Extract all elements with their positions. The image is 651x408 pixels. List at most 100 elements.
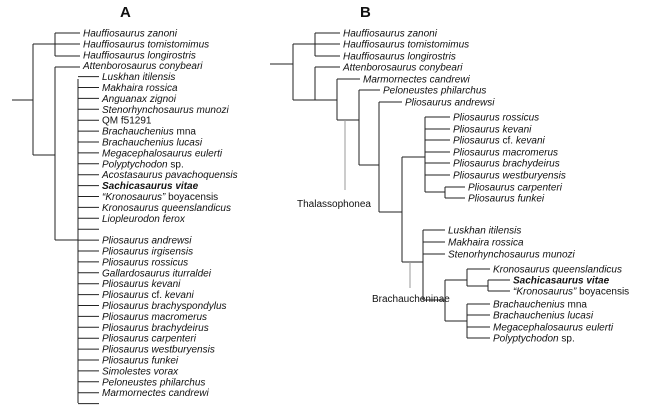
panel-b-label: B <box>360 4 371 21</box>
taxon-name-part: sp. <box>559 334 575 345</box>
taxon-label: Makhaira rossica <box>102 83 178 94</box>
taxon-name-part: Pliosaurus rossicus <box>102 257 188 268</box>
taxon-label: Pliosaurus carpenteri <box>468 183 563 194</box>
taxon-name-part: Gallardosaurus iturraldei <box>102 268 212 279</box>
taxon-name-part: Pliosaurus andrewsi <box>102 236 192 247</box>
taxon-label: Pliosaurus cf. kevani <box>453 136 546 147</box>
taxon-label: “Kronosaurus” boyacensis <box>102 192 218 203</box>
taxon-name-part: Pliosaurus andrewsi <box>405 98 495 109</box>
taxon-name-part: Hauffiosaurus zanoni <box>343 29 438 40</box>
taxon-name-part: Polyptychodon <box>493 334 559 345</box>
taxon-label: Pliosaurus funkei <box>468 194 545 205</box>
taxon-label: Pliosaurus westburyensis <box>102 345 215 356</box>
taxon-label: Pliosaurus brachyspondylus <box>102 301 227 312</box>
taxon-name-part: Pliosaurus westburyensis <box>453 171 566 182</box>
taxon-name-part: Hauffiosaurus tomistomimus <box>83 39 209 50</box>
taxon-name-part: Liopleurodon ferox <box>102 214 186 225</box>
taxon-name-part: Pliosaurus <box>453 136 500 147</box>
taxon-label: Stenorhynchosaurus munozi <box>448 250 576 261</box>
taxon-label: QM f51291 <box>102 116 152 127</box>
taxon-label: Pliosaurus brachydeirus <box>453 159 560 170</box>
taxon-label: Pliosaurus rossicus <box>102 257 188 268</box>
taxon-name-part: Brachauchenius <box>493 300 565 311</box>
taxon-name-part: Kronosaurus queenslandicus <box>493 265 622 276</box>
taxon-label: Brachauchenius mna <box>493 300 587 311</box>
taxon-name-part: “Kronosaurus” <box>513 287 577 298</box>
taxon-label: Gallardosaurus iturraldei <box>102 268 212 279</box>
taxon-label: Stenorhynchosaurus munozi <box>102 105 230 116</box>
taxon-name-part: Stenorhynchosaurus munozi <box>448 250 576 261</box>
taxon-label: Marmornectes candrewi <box>102 388 209 399</box>
taxon-name-part: Pliosaurus brachydeirus <box>453 159 560 170</box>
taxon-name-part: Peloneustes philarchus <box>102 377 205 388</box>
taxon-name-part: Polyptychodon <box>102 159 168 170</box>
taxon-name-part: Acostasaurus pavachoquensis <box>101 170 238 181</box>
taxon-label: Hauffiosaurus longirostris <box>343 52 456 63</box>
panel-a-label: A <box>120 4 131 21</box>
taxon-name-part: Pliosaurus carpenteri <box>468 183 563 194</box>
taxon-name-part: Pliosaurus funkei <box>468 194 545 205</box>
taxon-label: Marmornectes candrewi <box>363 75 470 86</box>
taxon-name-part: kevani <box>165 290 195 301</box>
taxon-label: Pliosaurus andrewsi <box>405 98 495 109</box>
taxon-label: Pliosaurus macromerus <box>453 148 558 159</box>
taxon-label: Pliosaurus funkei <box>102 356 179 367</box>
taxon-label: Makhaira rossica <box>448 238 524 249</box>
taxon-name-part: kevani <box>516 136 546 147</box>
taxon-label: Brachauchenius lucasi <box>493 311 594 322</box>
taxon-label: Brachauchenius mna <box>102 127 196 138</box>
taxon-label: Simolestes vorax <box>102 366 179 377</box>
taxon-label: Anguanax zignoi <box>101 94 177 105</box>
taxon-label: Hauffiosaurus zanoni <box>343 29 438 40</box>
taxon-label: Pliosaurus kevani <box>102 279 181 290</box>
taxon-name-part: Makhaira rossica <box>448 238 524 249</box>
taxon-name-part: Marmornectes candrewi <box>102 388 209 399</box>
taxon-name-part: Brachauchenius lucasi <box>493 311 594 322</box>
taxon-label: Sachicasaurus vitae <box>513 276 610 287</box>
taxon-label: Attenborosaurus conybeari <box>342 63 463 74</box>
taxon-label: Pliosaurus kevani <box>453 125 532 136</box>
taxon-name-part: Hauffiosaurus tomistomimus <box>343 40 469 51</box>
taxon-label: Pliosaurus irgisensis <box>102 247 193 258</box>
taxon-label: Hauffiosaurus tomistomimus <box>83 39 209 50</box>
taxon-label: Kronosaurus queenslandicus <box>493 265 622 276</box>
clade-label-thalassophonea: Thalassophonea <box>297 199 371 210</box>
taxon-name-part: Makhaira rossica <box>102 83 178 94</box>
taxon-name-part: Stenorhynchosaurus munozi <box>102 105 230 116</box>
taxon-name-part: Pliosaurus <box>102 290 149 301</box>
taxon-label: Megacephalosaurus eulerti <box>102 148 223 159</box>
taxon-label: Peloneustes philarchus <box>383 86 486 97</box>
taxon-label: Pliosaurus macromerus <box>102 312 207 323</box>
taxon-name-part: Hauffiosaurus longirostris <box>83 50 196 61</box>
taxon-name-part: Simolestes vorax <box>102 366 179 377</box>
taxon-name-part: Pliosaurus westburyensis <box>102 345 215 356</box>
taxon-label: Sachicasaurus vitae <box>102 181 199 192</box>
taxon-name-part: Luskhan itilensis <box>102 72 175 83</box>
taxon-label: Pliosaurus andrewsi <box>102 236 192 247</box>
taxon-label: Attenborosaurus conybeari <box>82 61 203 72</box>
taxon-name-part: Peloneustes philarchus <box>383 86 486 97</box>
taxon-name-part: sp. <box>168 159 184 170</box>
taxon-name-part: boyacensis <box>576 287 629 298</box>
taxon-name-part: Hauffiosaurus longirostris <box>343 52 456 63</box>
taxon-label: Luskhan itilensis <box>102 72 175 83</box>
taxon-label: Peloneustes philarchus <box>102 377 205 388</box>
tree-a-branches <box>12 32 99 405</box>
taxon-name-part: Sachicasaurus vitae <box>102 181 199 192</box>
taxon-name-part: Megacephalosaurus eulerti <box>102 148 223 159</box>
taxon-name-part: Marmornectes candrewi <box>363 75 470 86</box>
taxon-name-part: mna <box>565 300 588 311</box>
taxon-name-part: mna <box>174 127 197 138</box>
taxon-name-part: QM f51291 <box>102 116 152 127</box>
taxon-label: Polyptychodon sp. <box>493 334 575 345</box>
taxon-label: “Kronosaurus” boyacensis <box>513 287 629 298</box>
taxon-name-part: Pliosaurus kevani <box>453 125 532 136</box>
taxon-name-part: Pliosaurus carpenteri <box>102 334 197 345</box>
taxon-name-part: Attenborosaurus conybeari <box>82 61 203 72</box>
taxon-label: Pliosaurus carpenteri <box>102 334 197 345</box>
taxon-name-part: cf. <box>149 290 165 301</box>
taxon-name-part: cf. <box>500 136 516 147</box>
